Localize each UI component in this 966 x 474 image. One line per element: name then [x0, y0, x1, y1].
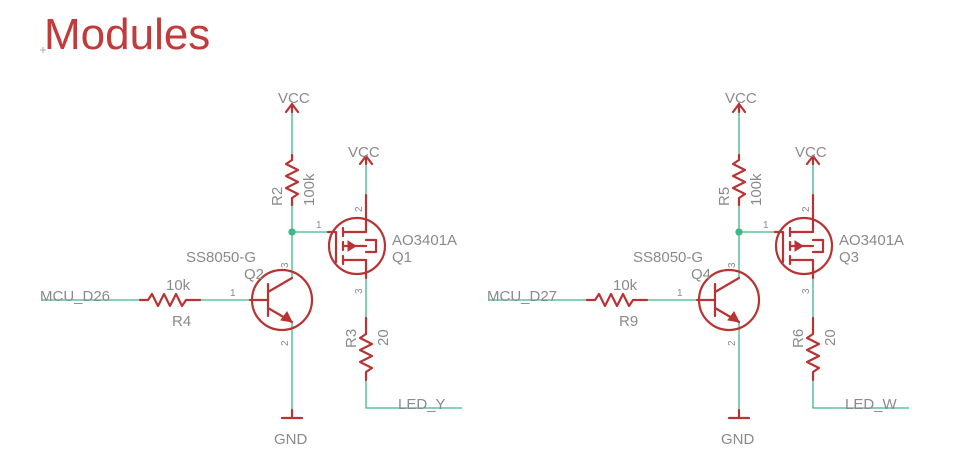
pullup-ref: R5 — [716, 187, 733, 206]
npn-collector-lead — [713, 276, 741, 294]
npn-ref: Q2 — [244, 266, 264, 283]
gnd-icon — [727, 408, 751, 420]
npn-pin-emitter: 2 — [280, 340, 291, 346]
vcc-right-arrow-icon — [358, 154, 374, 166]
vcc-right-label: VCC — [348, 144, 380, 161]
led-res-ref: R6 — [790, 329, 807, 348]
junction-dot — [288, 228, 296, 236]
pmos-pin-drain: 3 — [354, 288, 365, 294]
pmos-pin-drain: 3 — [801, 288, 812, 294]
gnd-label: GND — [274, 431, 308, 448]
npn-emitter-arrow-icon — [280, 311, 293, 323]
pmos-pin-source: 2 — [354, 206, 365, 212]
base-resistor-icon — [138, 292, 202, 308]
npn-pin-base: 1 — [230, 288, 236, 299]
npn-ref: Q4 — [691, 266, 711, 283]
pmos-pin-gate: 1 — [763, 220, 769, 231]
title-origin-mark — [40, 47, 46, 53]
input-net-label: MCU_D26 — [40, 288, 110, 305]
pullup-ref: R2 — [269, 187, 286, 206]
pmos-gate — [326, 230, 338, 264]
npn-base-bar — [248, 282, 270, 318]
base-res-value: 10k — [166, 277, 191, 294]
base-resistor-icon — [585, 292, 649, 308]
page-title: Modules — [44, 10, 211, 59]
vcc-right-label: VCC — [795, 144, 827, 161]
npn-pin-base: 1 — [677, 288, 683, 299]
driver-module-1: VCC R2 100k 10k R4 MCU_D26 SS8050-G Q2 1… — [40, 90, 462, 448]
npn-pin-emitter: 2 — [727, 340, 738, 346]
pmos-gate — [773, 230, 785, 264]
res-to-led-wire — [365, 380, 462, 409]
base-res-ref: R9 — [619, 313, 638, 330]
pullup-value: 100k — [748, 173, 765, 206]
res-to-led-wire — [812, 380, 909, 409]
pmos-body-diode — [364, 238, 378, 254]
pmos-ref: Q1 — [392, 249, 412, 266]
led-res-value: 20 — [822, 329, 839, 346]
pmos-transistor-icon — [327, 216, 387, 276]
led-resistor-icon — [358, 316, 374, 382]
npn-part: SS8050-G — [633, 249, 703, 266]
pmos-part: AO3401A — [839, 232, 904, 249]
base-res-value: 10k — [613, 277, 638, 294]
pmos-ref: Q3 — [839, 249, 859, 266]
vcc-arrow-icon — [284, 102, 300, 114]
pmos-arrow-icon — [794, 240, 804, 252]
junction-dot — [735, 228, 743, 236]
led-resistor-icon — [805, 316, 821, 382]
gnd-label: GND — [721, 431, 755, 448]
npn-base-bar — [695, 282, 717, 318]
npn-part: SS8050-G — [186, 249, 256, 266]
pmos-arrow-icon — [347, 240, 357, 252]
pullup-resistor-icon — [284, 153, 300, 207]
base-res-ref: R4 — [172, 313, 191, 330]
driver-module-2: VCC R5 100k 10k R9 MCU_D27 SS8050-G Q4 1… — [487, 90, 909, 448]
led-res-value: 20 — [375, 329, 392, 346]
npn-pin-collector: 3 — [727, 262, 738, 268]
pmos-pin-source: 2 — [801, 206, 812, 212]
npn-emitter-arrow-icon — [727, 311, 740, 323]
npn-collector-lead — [266, 276, 294, 294]
vcc-label: VCC — [278, 90, 310, 107]
output-net-label: LED_Y — [398, 396, 446, 413]
led-res-ref: R3 — [343, 329, 360, 348]
vcc-arrow-icon — [731, 102, 747, 114]
npn-pin-collector: 3 — [280, 262, 291, 268]
vcc-right-arrow-icon — [805, 154, 821, 166]
pullup-resistor-icon — [731, 153, 747, 207]
gnd-icon — [280, 408, 304, 420]
pmos-part: AO3401A — [392, 232, 457, 249]
pullup-value: 100k — [301, 173, 318, 206]
pmos-body-diode — [811, 238, 825, 254]
pmos-transistor-icon — [774, 216, 834, 276]
output-net-label: LED_W — [845, 396, 898, 413]
vcc-label: VCC — [725, 90, 757, 107]
input-net-label: MCU_D27 — [487, 288, 557, 305]
pmos-pin-gate: 1 — [316, 220, 322, 231]
